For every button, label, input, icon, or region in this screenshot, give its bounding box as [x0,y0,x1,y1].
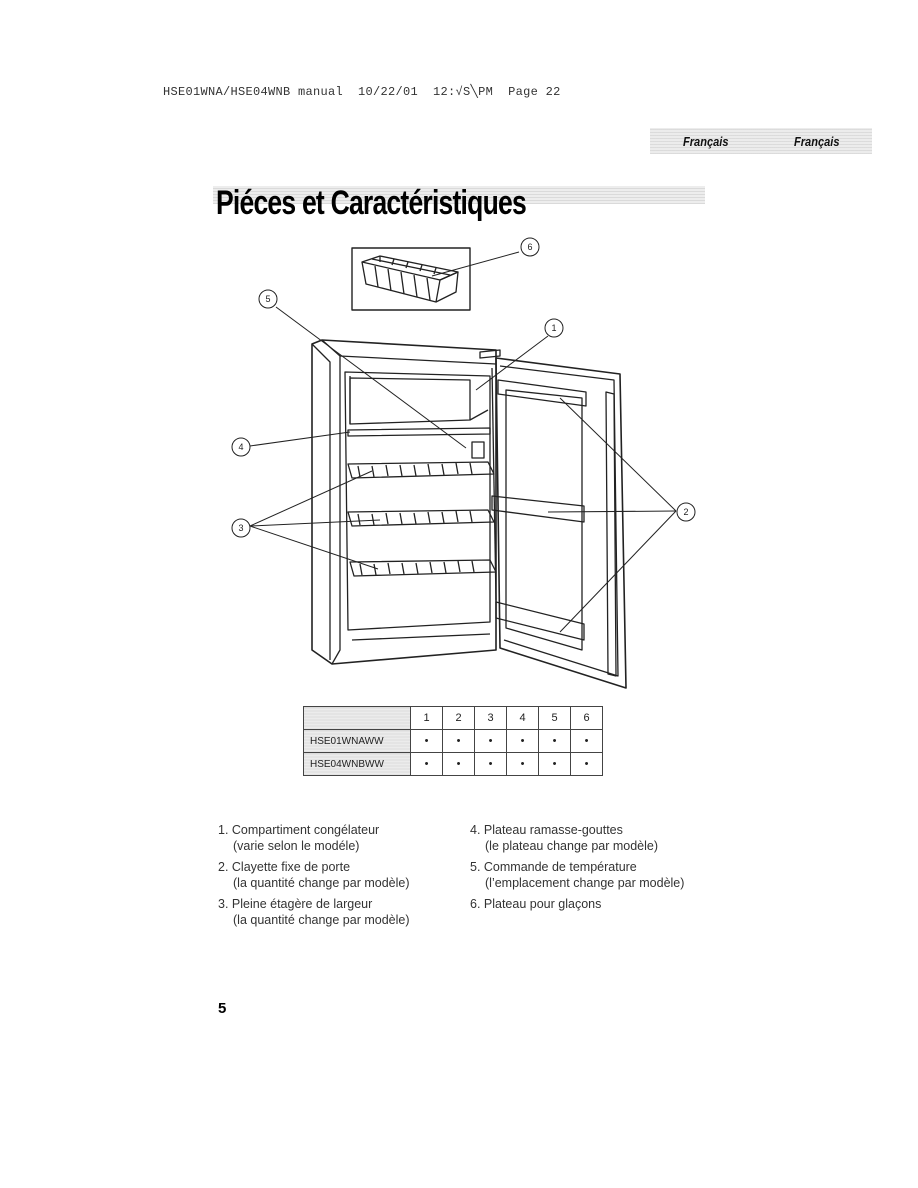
model-feature-table: 1 2 3 4 5 6 HSE01WNAWW • • • • • • HSE04… [303,706,603,776]
callout-6-label: 6 [527,242,532,252]
column-header: 4 [506,706,539,730]
list-item: 2. Clayette fixe de porte (la quantité c… [218,859,410,891]
legend-label: 3. Pleine étagère de largeur [218,897,373,911]
ice-tray-illustration [361,255,459,303]
callout-1-label: 1 [551,323,556,333]
page-title: Piéces et Caractéristiques [216,184,527,222]
callout-2: 2 [676,502,696,522]
wire-shelves [347,461,497,577]
legend-label: 5. Commande de température [470,860,637,874]
page-number: 5 [218,1000,227,1017]
list-item: 5. Commande de température (l’emplacemen… [470,859,684,891]
callout-3-label: 3 [238,523,243,533]
language-tab-1: Français [682,133,729,149]
refrigerator-diagram: 6 1 5 4 3 2 [231,237,696,689]
feature-mark: • [538,729,571,753]
feature-mark: • [506,729,539,753]
legend-note: (le plateau change par modèle) [485,839,659,853]
feature-mark: • [474,752,507,776]
legend-note: (l’emplacement change par modèle) [485,876,685,890]
column-header: 3 [474,706,507,730]
legend-label: 2. Clayette fixe de porte [218,860,351,874]
language-tab-2: Français [793,133,840,149]
feature-mark: • [410,729,443,753]
column-header: 6 [570,706,603,730]
model-name-cell: HSE04WNBWW [303,752,411,776]
column-header: 5 [538,706,571,730]
column-header: 2 [442,706,475,730]
legend-note: (la quantité change par modèle) [233,913,410,927]
refrigerator-cabinet [311,339,501,665]
legend-label: 6. Plateau pour glaçons [470,897,602,911]
refrigerator-door [491,357,627,689]
table-row: HSE04WNBWW • • • • • • [303,752,603,776]
callout-1: 1 [544,318,564,338]
ice-tray-box [351,247,471,311]
list-item: 3. Pleine étagère de largeur (la quantit… [218,896,410,928]
table-row: HSE01WNAWW • • • • • • [303,729,603,753]
parts-legend-left: 1. Compartiment congélateur (varie selon… [218,822,410,933]
feature-mark: • [474,729,507,753]
parts-legend-right: 4. Plateau ramasse-gouttes (le plateau c… [470,822,684,917]
feature-mark: • [506,752,539,776]
legend-label: 4. Plateau ramasse-gouttes [470,823,623,837]
callout-6: 6 [520,237,540,257]
list-item: 1. Compartiment congélateur (varie selon… [218,822,410,854]
feature-mark: • [538,752,571,776]
title-shading [213,186,705,204]
legend-label: 1. Compartiment congélateur [218,823,380,837]
callout-2-label: 2 [683,507,688,517]
legend-note: (varie selon le modéle) [233,839,360,853]
feature-mark: • [570,752,603,776]
list-item: 4. Plateau ramasse-gouttes (le plateau c… [470,822,684,854]
language-tab-bar: Français Français [650,128,872,154]
table-corner-cell [303,706,411,730]
feature-mark: • [442,752,475,776]
list-item: 6. Plateau pour glaçons [470,896,684,912]
feature-mark: • [442,729,475,753]
callout-4: 4 [231,437,251,457]
table-header-row: 1 2 3 4 5 6 [303,706,603,730]
callout-5-label: 5 [265,294,270,304]
callout-leaders [249,251,677,633]
print-header: HSE01WNA/HSE04WNB manual 10/22/01 12:√S╲… [163,85,561,99]
legend-note: (la quantité change par modèle) [233,876,410,890]
model-name-cell: HSE01WNAWW [303,729,411,753]
column-header: 1 [410,706,443,730]
feature-mark: • [570,729,603,753]
feature-mark: • [410,752,443,776]
callout-3: 3 [231,518,251,538]
callout-5: 5 [258,289,278,309]
callout-4-label: 4 [238,442,243,452]
